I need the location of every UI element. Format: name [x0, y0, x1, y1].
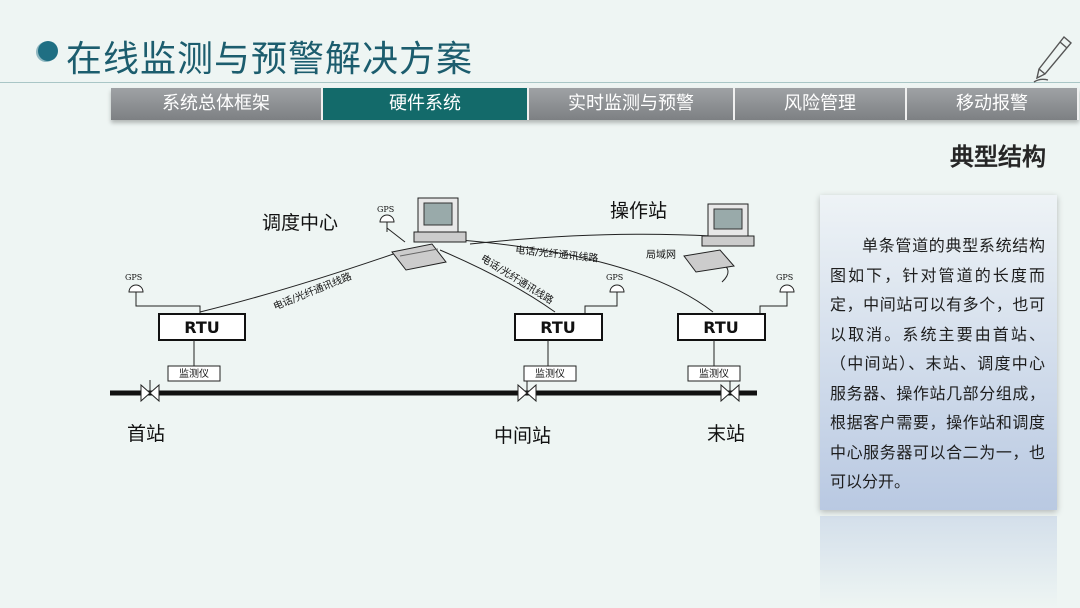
valve-icon: [517, 383, 537, 403]
gps-antenna-icon: GPS: [759, 273, 795, 314]
first-station-label: 首站: [127, 423, 165, 445]
svg-text:RTU: RTU: [184, 318, 220, 337]
comm-line-label: 电话/光纤通讯线路: [478, 252, 556, 307]
tab-mobile-alarm[interactable]: 移动报警: [907, 88, 1079, 120]
svg-text:监测仪: 监测仪: [535, 367, 565, 380]
tab-hardware-system[interactable]: 硬件系统: [323, 88, 529, 120]
monitor-box: 监测仪: [687, 365, 741, 382]
svg-text:GPS: GPS: [606, 273, 623, 282]
dispatch-server-icon: [391, 197, 467, 271]
operator-station-label: 操作站: [610, 200, 667, 222]
lan-label: 局域网: [646, 248, 676, 261]
nav-tabs: 系统总体框架 硬件系统 实时监测与预警 风险管理 移动报警: [111, 88, 1079, 120]
dispatch-center-label: 调度中心: [262, 212, 338, 234]
operator-station-icon: [683, 203, 755, 273]
tab-realtime-monitoring[interactable]: 实时监测与预警: [529, 88, 735, 120]
rtu-box: RTU: [158, 313, 246, 341]
title-bullet: [38, 41, 58, 61]
lan-line: [469, 233, 713, 245]
svg-text:监测仪: 监测仪: [699, 367, 729, 380]
comm-line-label: 电话/光纤通讯线路: [515, 243, 599, 265]
comm-line-end: [459, 239, 714, 313]
monitor-box: 监测仪: [167, 365, 221, 382]
pipeline-structure-diagram: 电话/光纤通讯线路 电话/光纤通讯线路 电话/光纤通讯线路 局域网 调度中心 操…: [110, 197, 795, 447]
svg-text:GPS: GPS: [377, 205, 394, 214]
rtu-box: RTU: [514, 313, 603, 341]
comm-line-middle: [439, 249, 556, 313]
comm-line-first: [199, 249, 406, 313]
description-text: 单条管道的典型系统结构图如下，针对管道的长度而定，中间站可以有多个，也可以取消。…: [830, 236, 1045, 491]
section-title: 典型结构: [950, 143, 1046, 171]
gps-antenna-icon: GPS: [377, 205, 395, 232]
monitor-box: 监测仪: [523, 365, 577, 382]
svg-text:监测仪: 监测仪: [179, 367, 209, 380]
gps-antenna-icon: GPS: [125, 273, 201, 314]
tab-risk-management[interactable]: 风险管理: [735, 88, 907, 120]
svg-text:RTU: RTU: [703, 318, 739, 337]
comm-line-label: 电话/光纤通讯线路: [271, 269, 353, 312]
page-title: 在线监测与预警解决方案: [66, 39, 474, 80]
title-divider: [0, 82, 1080, 83]
description-box: 单条管道的典型系统结构图如下，针对管道的长度而定，中间站可以有多个，也可以取消。…: [820, 195, 1057, 510]
description-reflection: 单条管道的典型系统结构图如下，针对管道的长度而定，中间站可以有多个，也可以取消。…: [820, 516, 1057, 608]
pen-icon: [1033, 35, 1072, 83]
gps-antenna-icon: GPS: [584, 273, 625, 314]
middle-station-label: 中间站: [494, 425, 551, 447]
valve-icon: [720, 383, 740, 403]
svg-text:GPS: GPS: [776, 273, 793, 282]
svg-text:RTU: RTU: [540, 318, 576, 337]
end-station-label: 末站: [707, 423, 745, 445]
valve-icon: [140, 383, 160, 403]
tab-system-framework[interactable]: 系统总体框架: [111, 88, 323, 120]
rtu-box: RTU: [677, 313, 766, 341]
svg-text:GPS: GPS: [125, 273, 142, 282]
